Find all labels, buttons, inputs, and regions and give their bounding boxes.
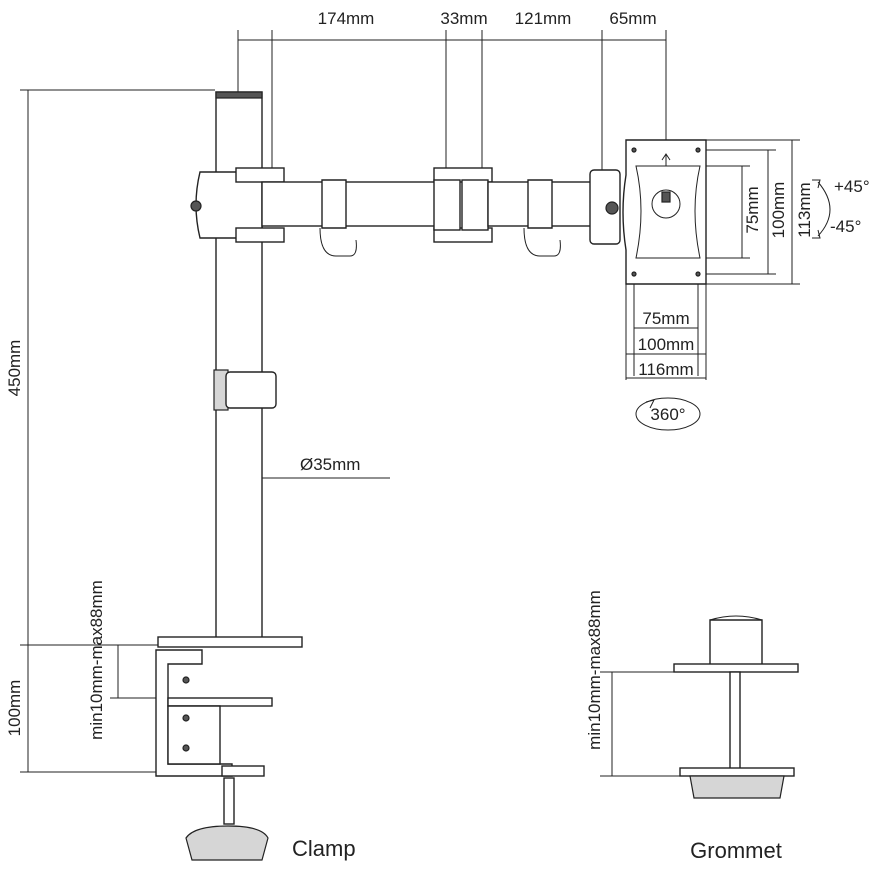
tilt-down-label: -45° — [830, 217, 861, 236]
dim-plate-116: 116mm — [638, 360, 693, 379]
dim-clamp-100: 100mm — [5, 680, 24, 737]
dim-vesa-100-w: 100mm — [638, 335, 695, 354]
dim-vesa-100-h: 100mm — [769, 182, 788, 239]
grommet-range-label: min10mm-max88mm — [585, 590, 604, 750]
dim-vesa-75-h: 75mm — [743, 186, 762, 233]
dim-arm-121: 121mm — [515, 9, 572, 28]
dim-vesa-75-w: 75mm — [642, 309, 689, 328]
dim-pole-diameter: Ø35mm — [300, 455, 360, 474]
dim-arm-65: 65mm — [609, 9, 656, 28]
dim-clamp-range: min10mm-max88mm — [87, 580, 106, 740]
arm-assembly — [190, 167, 621, 257]
vesa-plate — [622, 139, 707, 285]
clamp-caption: Clamp — [292, 836, 356, 861]
top-dimension-lines — [237, 30, 667, 170]
dim-arm-33: 33mm — [440, 9, 487, 28]
tilt-arrow — [817, 181, 831, 237]
dim-arm-174: 174mm — [318, 9, 375, 28]
clamp-assembly — [155, 636, 303, 861]
rotation-label: 360° — [650, 405, 685, 424]
tilt-up-label: +45° — [834, 177, 870, 196]
dim-height-450: 450mm — [5, 340, 24, 397]
dim-plate-113: 113mm — [795, 182, 814, 237]
grommet-assembly — [600, 615, 799, 799]
vesa-dimension-lines — [625, 139, 800, 380]
grommet-caption: Grommet — [690, 838, 782, 863]
rotation-indicator — [635, 397, 701, 431]
